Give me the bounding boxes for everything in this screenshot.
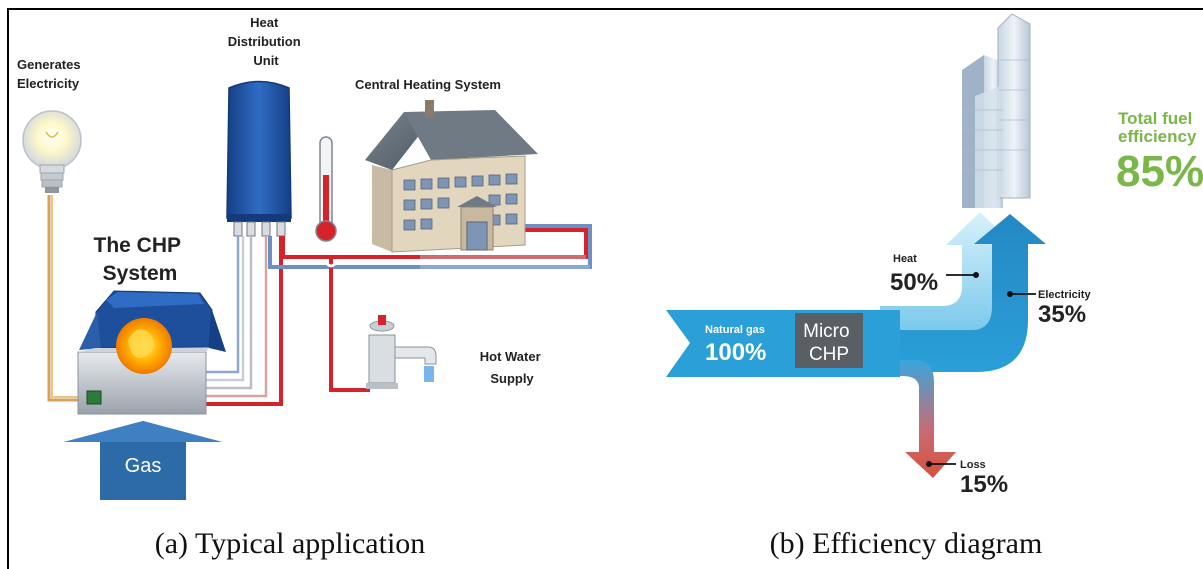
heat-label: Heat [893, 253, 917, 265]
natural-gas-flow [666, 310, 900, 377]
loss-value: 15% [960, 471, 1008, 498]
gas-label: Gas [125, 455, 162, 477]
gas-input-arrow [64, 421, 222, 500]
hot-water-pipe [329, 257, 370, 392]
loss-leader-dot [926, 461, 932, 467]
caption-efficiency-diagram: (b) Efficiency diagram [770, 527, 1043, 560]
heat-leader-dot [973, 272, 979, 278]
panel-efficiency-diagram: Micro CHP Natural gas 100% Heat 50% Elec… [666, 13, 1203, 560]
building-icon [962, 13, 1031, 208]
natural-gas-value: 100% [705, 339, 766, 366]
electricity-value: 35% [1038, 301, 1086, 328]
loss-label: Loss [960, 459, 986, 471]
total-fuel-efficiency-label: Total fuel efficiency [1118, 109, 1197, 146]
electricity-flow-arrow [880, 214, 1046, 372]
house-icon [365, 100, 538, 253]
micro-chp-box [795, 313, 863, 368]
generates-electricity-label: Generates Electricity [17, 57, 84, 91]
total-fuel-efficiency-value: 85% [1116, 147, 1203, 196]
hot-water-supply-label: Hot Water Supply [480, 349, 545, 386]
chp-unit [77, 290, 226, 415]
heat-distribution-tank [226, 80, 292, 237]
panel-typical-application: Generates Electricity Heat Distribution … [17, 15, 592, 560]
loss-flow-arrow [880, 360, 956, 478]
caption-typical-application: (a) Typical application [155, 527, 426, 560]
heat-value: 50% [890, 269, 938, 296]
central-heating-system-label: Central Heating System [355, 77, 501, 92]
heat-distribution-unit-label: Heat Distribution Unit [228, 15, 305, 68]
faucet-icon [366, 315, 437, 389]
chp-system-label: The CHP System [94, 234, 187, 285]
natural-gas-label: Natural gas [705, 324, 765, 336]
figure-frame [7, 8, 1203, 569]
electricity-leader-dot [1007, 291, 1013, 297]
tank-to-chp-pipes [206, 236, 283, 406]
thermometer-icon [315, 136, 337, 242]
electricity-label: Electricity [1038, 289, 1091, 301]
central-heating-pipes [268, 224, 592, 269]
micro-chp-label: Micro CHP [803, 321, 855, 365]
light-bulb-icon [22, 110, 82, 193]
